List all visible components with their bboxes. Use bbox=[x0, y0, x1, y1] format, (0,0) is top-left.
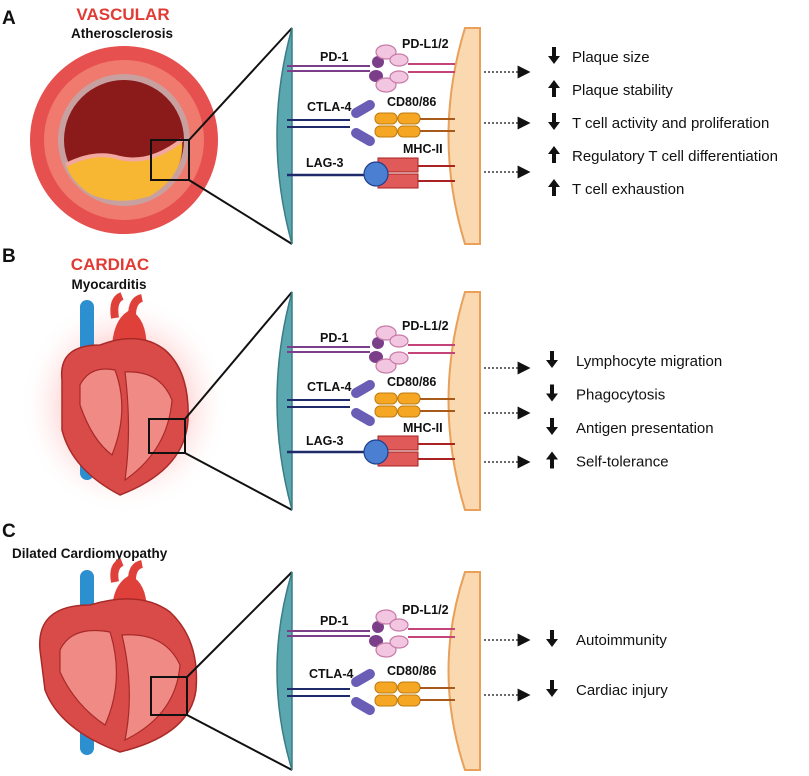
apc-membrane bbox=[447, 291, 481, 511]
up-arrow-icon bbox=[548, 80, 560, 97]
effect-label: Antigen presentation bbox=[576, 420, 714, 437]
zoom-line bbox=[184, 291, 293, 420]
ctla4-cd80-interaction bbox=[287, 380, 455, 426]
down-arrow-icon bbox=[548, 113, 560, 130]
effect-label: Self-tolerance bbox=[576, 454, 669, 471]
ctla4-cd80-interaction bbox=[287, 669, 455, 715]
panel-a: A VASCULAR Atherosclerosis bbox=[2, 5, 778, 245]
receptor-label: LAG-3 bbox=[306, 156, 344, 170]
ligand-label: CD80/86 bbox=[387, 375, 436, 389]
zoom-line bbox=[188, 27, 293, 141]
ligand-label: CD80/86 bbox=[387, 95, 436, 109]
down-arrow-icon bbox=[546, 351, 558, 368]
panel-title: VASCULAR bbox=[76, 5, 169, 24]
ligand-label: PD-L1/2 bbox=[402, 603, 449, 617]
effect-label: Regulatory T cell differentiation bbox=[572, 148, 778, 165]
lag3-mhc-interaction bbox=[287, 157, 455, 189]
down-arrow-icon bbox=[546, 630, 558, 647]
effect-label: Phagocytosis bbox=[576, 387, 665, 404]
ligand-label: PD-L1/2 bbox=[402, 37, 449, 51]
effect-label: Plaque stability bbox=[572, 82, 673, 99]
down-arrow-icon bbox=[546, 680, 558, 697]
up-arrow-icon bbox=[548, 179, 560, 196]
panel-b: B CARDIAC Myocarditis bbox=[2, 246, 722, 515]
ligand-label: PD-L1/2 bbox=[402, 319, 449, 333]
ligand-label: MHC-II bbox=[403, 421, 443, 435]
receptor-label: CTLA-4 bbox=[309, 667, 353, 681]
apc-membrane bbox=[447, 571, 481, 771]
t-cell-membrane bbox=[276, 27, 293, 245]
panel-subtitle: Dilated Cardiomyopathy bbox=[12, 546, 168, 561]
effect-label: Lymphocyte migration bbox=[576, 353, 722, 370]
panel-letter: B bbox=[2, 246, 16, 267]
receptor-label: PD-1 bbox=[320, 331, 349, 345]
effect-label: Cardiac injury bbox=[576, 682, 668, 699]
receptor-label: CTLA-4 bbox=[307, 100, 351, 114]
lag3-mhc-interaction bbox=[287, 435, 455, 467]
effects-list: Lymphocyte migrationPhagocytosisAntigen … bbox=[546, 351, 722, 471]
panel-letter: A bbox=[2, 8, 16, 29]
panel-letter: C bbox=[2, 521, 16, 542]
pd1-pdl1-interaction bbox=[287, 44, 455, 93]
heart-illustration bbox=[20, 292, 230, 515]
effect-label: Autoimmunity bbox=[576, 632, 667, 649]
receptor-label: PD-1 bbox=[320, 50, 349, 64]
panel-title: CARDIAC bbox=[71, 255, 149, 274]
effect-label: Plaque size bbox=[572, 49, 650, 66]
receptor-label: LAG-3 bbox=[306, 434, 344, 448]
up-arrow-icon bbox=[546, 451, 558, 469]
panel-c: C Dilated Cardiomyopathy bbox=[2, 521, 668, 771]
zoom-line bbox=[186, 714, 293, 771]
artery-cross-section-illustration bbox=[30, 46, 218, 234]
receptor-label: PD-1 bbox=[320, 614, 349, 628]
zoom-line bbox=[184, 452, 293, 511]
apc-membrane bbox=[447, 27, 481, 245]
down-arrow-icon bbox=[546, 418, 558, 435]
panel-subtitle: Atherosclerosis bbox=[71, 26, 173, 41]
ctla4-cd80-interaction bbox=[287, 100, 455, 146]
effect-label: T cell exhaustion bbox=[572, 181, 684, 198]
pd1-pdl1-interaction bbox=[287, 325, 455, 374]
zoom-line bbox=[186, 571, 293, 678]
t-cell-membrane bbox=[276, 571, 293, 771]
down-arrow-icon bbox=[548, 47, 560, 64]
up-arrow-icon bbox=[548, 146, 560, 163]
panel-subtitle: Myocarditis bbox=[71, 277, 146, 292]
heart-illustration bbox=[39, 558, 198, 755]
effect-label: T cell activity and proliferation bbox=[572, 115, 769, 132]
ligand-label: MHC-II bbox=[403, 142, 443, 156]
receptor-label: CTLA-4 bbox=[307, 380, 351, 394]
down-arrow-icon bbox=[546, 384, 558, 402]
ligand-label: CD80/86 bbox=[387, 664, 436, 678]
pd1-pdl1-interaction bbox=[287, 609, 455, 658]
zoom-line bbox=[188, 179, 293, 245]
